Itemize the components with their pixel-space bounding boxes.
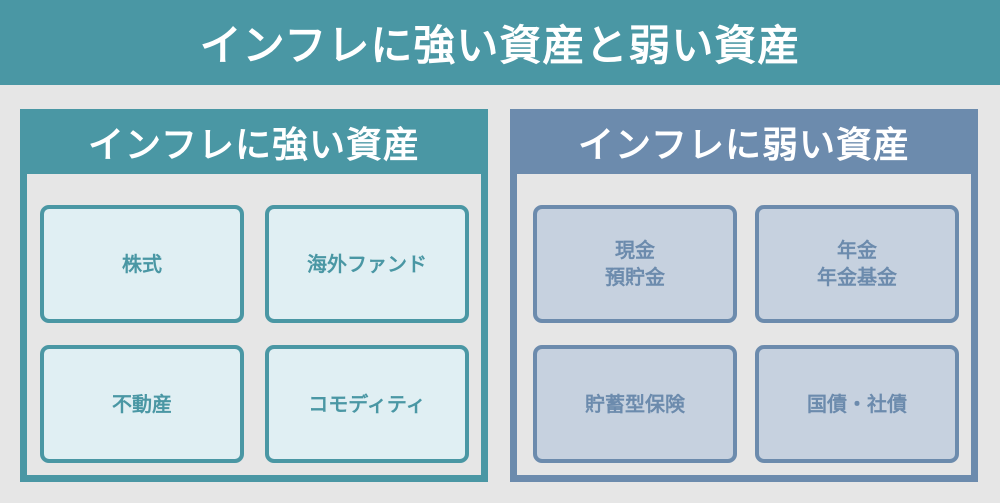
card-label: 年金 <box>837 238 877 262</box>
card-stocks: 株式 <box>40 205 244 323</box>
panel-title-weak: インフレに弱い資産 <box>578 124 910 166</box>
panel-title-strong: インフレに強い資産 <box>88 124 420 166</box>
card-overseas-funds: 海外ファンド <box>265 205 469 323</box>
card-label: 預貯金 <box>605 265 665 289</box>
card-label: 国債・社債 <box>807 391 907 416</box>
card-label: 株式 <box>122 251 162 276</box>
card-label: 貯蓄型保険 <box>585 391 685 416</box>
panel-body-weak: 現金 預貯金 年金 年金基金 貯蓄型保険 国債・社債 <box>517 174 971 475</box>
card-savings-insurance: 貯蓄型保険 <box>533 345 737 463</box>
card-real-estate: 不動産 <box>40 345 244 463</box>
card-label: 年金基金 <box>817 265 897 289</box>
main-title: インフレに強い資産と弱い資産 <box>199 21 801 70</box>
main-title-banner: インフレに強い資産と弱い資産 <box>0 0 1000 85</box>
panel-inflation-strong: インフレに強い資産 株式 海外ファンド 不動産 コモディティ <box>20 109 488 482</box>
panel-inflation-weak: インフレに弱い資産 現金 預貯金 年金 年金基金 貯蓄型保険 国債・社債 <box>510 109 978 482</box>
card-label: 不動産 <box>112 391 172 416</box>
card-cash-deposits: 現金 預貯金 <box>533 205 737 323</box>
card-bonds: 国債・社債 <box>755 345 959 463</box>
card-label: 現金 <box>615 238 655 262</box>
card-label: コモディティ <box>308 391 426 416</box>
card-commodities: コモディティ <box>265 345 469 463</box>
panel-body-strong: 株式 海外ファンド 不動産 コモディティ <box>27 174 481 475</box>
card-label: 海外ファンド <box>307 251 427 276</box>
card-pension: 年金 年金基金 <box>755 205 959 323</box>
